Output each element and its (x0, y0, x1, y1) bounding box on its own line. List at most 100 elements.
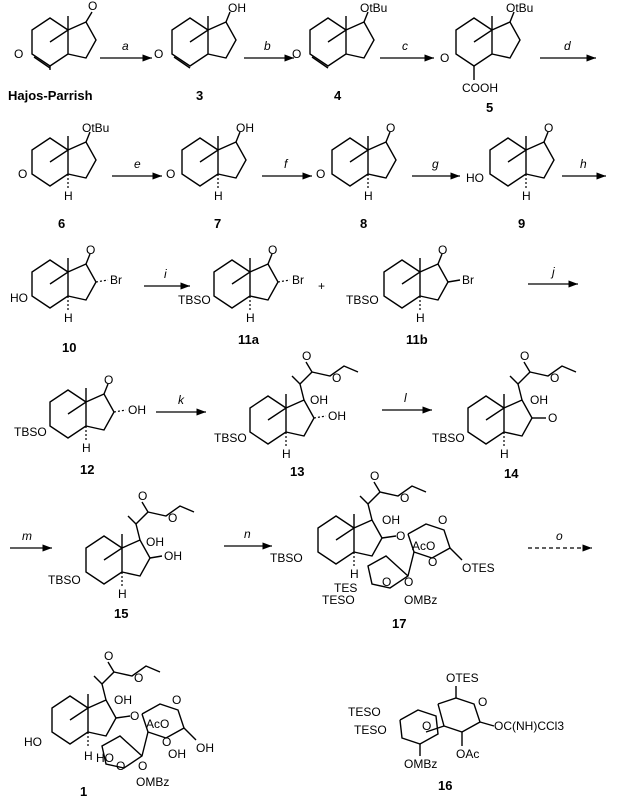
atom-label: O (438, 513, 447, 527)
atom-label: H (416, 311, 425, 325)
atom-label: O (138, 759, 147, 773)
step-label: f (284, 157, 289, 171)
atom-label: O (162, 735, 171, 749)
atom-label: O (134, 671, 143, 685)
step-label: e (134, 157, 141, 171)
atom-label: OH (236, 121, 254, 135)
step-label: i (164, 267, 167, 281)
atom-label: O (130, 709, 139, 723)
atom-label: TBSO (270, 551, 303, 565)
compound-16: OTES O TESO TESO O OMBz OAc OC(NH)CCl3 1… (348, 671, 564, 793)
reaction-arrow-j: j (528, 265, 578, 288)
compound-label: 5 (486, 100, 493, 115)
compound-15: O O OH OH TBSO H 15 (48, 489, 195, 621)
atom-label: O (382, 575, 391, 589)
atom-label: Br (462, 273, 474, 287)
reaction-arrow-i: i (144, 267, 190, 290)
atom-label: OtBu (82, 121, 109, 135)
atom-label: TBSO (48, 573, 81, 587)
step-label: d (564, 39, 571, 53)
compound-label: 7 (214, 216, 221, 231)
atom-label: OMBz (404, 593, 437, 607)
atom-label: OH (146, 535, 164, 549)
atom-label: H (350, 567, 359, 581)
step-label: l (404, 391, 407, 405)
atom-label: OC(NH)CCl3 (494, 719, 564, 733)
compound-1: O O OH O O AcO O OH HO H HO O O OH OMBz … (24, 649, 214, 799)
atom-label: O (138, 489, 147, 503)
atom-label: O (104, 373, 113, 387)
compound-label: 14 (504, 466, 519, 481)
atom-label: H (246, 311, 255, 325)
atom-label: HO (96, 751, 114, 765)
compound-5: OtBu O COOH 5 (440, 1, 533, 115)
compound-7: OH O H 7 (166, 121, 254, 231)
plus-sign: + (318, 279, 325, 293)
atom-label: OH (168, 747, 186, 761)
atom-label: TBSO (14, 425, 47, 439)
atom-label: O (166, 167, 175, 181)
reaction-arrow-d: d (540, 39, 596, 62)
atom-label: O (18, 167, 27, 181)
atom-label: OAc (456, 747, 479, 761)
step-label: k (178, 393, 185, 407)
atom-label: TBSO (432, 431, 465, 445)
atom-label: COOH (462, 81, 498, 95)
step-label: g (432, 157, 439, 171)
reaction-arrow-n: n (224, 527, 272, 550)
atom-label: OH (196, 741, 214, 755)
atom-label: O (386, 121, 395, 135)
compound-label: 6 (58, 216, 65, 231)
compound-8: O O H 8 (316, 121, 397, 231)
reaction-arrow-c: c (380, 39, 434, 62)
atom-label: O (520, 349, 529, 363)
reaction-arrow-l: l (382, 391, 432, 414)
atom-label: O (370, 469, 379, 483)
atom-label: H (64, 189, 73, 203)
atom-label: HO (10, 291, 28, 305)
compound-11b: O Br TBSO H 11b (346, 243, 474, 347)
atom-label: O (86, 243, 95, 257)
atom-label: TES (334, 581, 357, 595)
atom-label: H (282, 447, 291, 461)
step-label: h (580, 157, 587, 171)
atom-label: O (116, 759, 125, 773)
compound-9: O HO H 9 (466, 121, 555, 231)
atom-label: O (168, 511, 177, 525)
reaction-arrow-k: k (156, 393, 206, 416)
atom-label: OH (310, 393, 328, 407)
atom-label: OH (164, 549, 182, 563)
reaction-arrow-m: m (10, 529, 52, 552)
step-label: o (556, 529, 563, 543)
compound-label: Hajos-Parrish (8, 88, 93, 103)
atom-label: O (154, 47, 163, 61)
compound-12: O OH TBSO H 12 (14, 373, 146, 477)
atom-label: O (396, 529, 405, 543)
atom-label: AcO (412, 539, 435, 553)
atom-label: TESO (354, 723, 387, 737)
compound-label: 3 (196, 88, 203, 103)
atom-label: O (14, 47, 23, 61)
compound-10: O Br HO H 10 (10, 243, 122, 355)
atom-label: OH (228, 1, 246, 15)
atom-label: OMBz (404, 757, 437, 771)
atom-label: O (440, 51, 449, 65)
atom-label: O (544, 121, 553, 135)
reaction-arrow-f: f (262, 157, 312, 180)
atom-label: TESO (322, 593, 355, 607)
compound-label: 11a (238, 332, 260, 347)
compound-label: 1 (80, 784, 87, 799)
atom-label: OH (128, 403, 146, 417)
atom-label: HO (24, 735, 42, 749)
atom-label: Br (110, 273, 122, 287)
atom-label: OH (328, 409, 346, 423)
compound-hajos-parrish: O O Hajos-Parrish (8, 0, 97, 103)
compound-label: 15 (114, 606, 128, 621)
atom-label: O (302, 349, 311, 363)
atom-label: OMBz (136, 775, 169, 789)
compound-14: O O OH O TBSO H 14 (432, 349, 577, 481)
atom-label: O (88, 0, 97, 13)
step-label: a (122, 39, 129, 53)
atom-label: OH (114, 693, 132, 707)
atom-label: HO (466, 171, 484, 185)
